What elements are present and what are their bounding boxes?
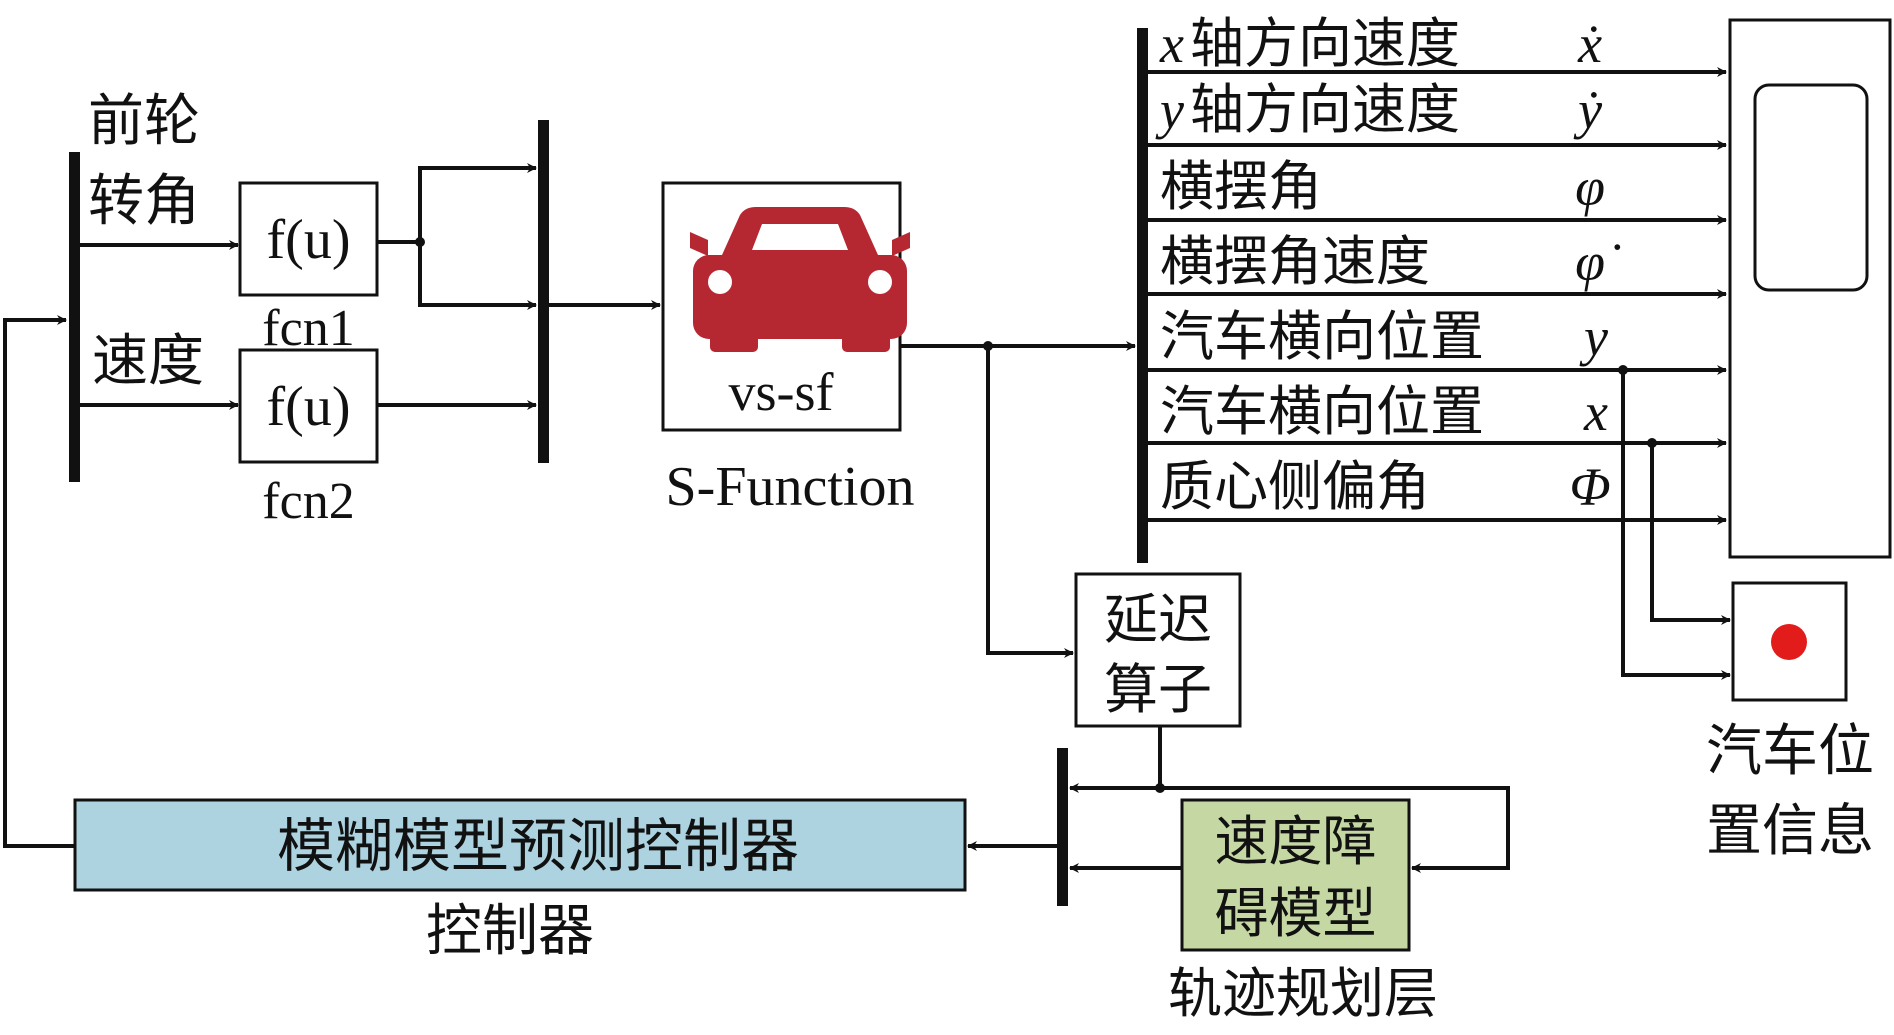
xy-graph-label-line1: 汽车位 <box>1706 719 1874 784</box>
output-1-label: 轴方向速度 <box>1190 78 1460 141</box>
sfunction-name: S-Function <box>666 456 915 518</box>
obstacle-label-line1: 速度障 <box>1215 810 1377 873</box>
obstacle-model-block[interactable] <box>1180 798 1411 952</box>
car-icon <box>690 207 910 352</box>
output-row-0: x 轴方向速度 ẋ <box>1159 12 1602 75</box>
output-demux-bar[interactable] <box>1137 28 1148 563</box>
output-row-4: 汽车横向位置 y <box>1160 305 1608 368</box>
delay-label-line1: 延迟 <box>1104 588 1212 651</box>
output-4-symbol: y <box>1579 307 1608 367</box>
wire-sfunction-to-delay <box>986 346 1074 658</box>
output-row-1: y 轴方向速度 ẏ <box>1155 78 1603 141</box>
output-1-prefix: y <box>1155 80 1184 140</box>
controller-label: 模糊模型预测控制器 <box>277 812 799 880</box>
feedback-wire <box>3 315 75 848</box>
output-1-symbol: ẏ <box>1573 80 1603 140</box>
wire-fcn1-to-mux-mid <box>418 242 537 310</box>
controller-caption: 控制器 <box>426 899 594 964</box>
obstacle-label-line2: 碍模型 <box>1215 882 1377 945</box>
obstacle-caption: 轨迹规划层 <box>1168 962 1438 1025</box>
sfunction-inner-label: vs-sf <box>729 362 834 422</box>
speed-label: 速度 <box>92 329 204 394</box>
scope-screen-icon <box>1753 83 1869 292</box>
fcn2-expression: f(u) <box>267 376 351 438</box>
fcn1-block[interactable] <box>238 181 379 297</box>
output-row-2: 横摆角 φ <box>1160 155 1605 218</box>
wire-y-to-xygraph <box>1621 370 1731 680</box>
xy-graph-label-line2: 置信息 <box>1706 799 1874 864</box>
output-0-label: 轴方向速度 <box>1190 12 1460 75</box>
output-row-6: 质心侧偏角 Φ <box>1160 455 1611 518</box>
fcn2-name: fcn2 <box>262 473 354 530</box>
input-mux-bar[interactable] <box>69 152 80 482</box>
dot-icon <box>1771 624 1807 660</box>
output-6-symbol: Φ <box>1569 457 1610 517</box>
middle-mux-bar[interactable] <box>538 120 549 463</box>
wire-delay-to-obstacle <box>1160 786 1510 873</box>
output-0-prefix: x <box>1159 14 1184 74</box>
fcn1-name: fcn1 <box>262 300 354 357</box>
output-2-label: 横摆角 <box>1160 155 1322 218</box>
output-3-label: 横摆角速度 <box>1160 230 1430 293</box>
output-row-5: 汽车横向位置 x <box>1160 380 1608 443</box>
output-5-label: 汽车横向位置 <box>1160 380 1484 443</box>
front-wheel-angle-label-line2: 转角 <box>88 169 200 234</box>
wire-fcn1-to-mux-top <box>418 163 537 242</box>
output-5-symbol: x <box>1583 382 1608 442</box>
output-4-label: 汽车横向位置 <box>1160 305 1484 368</box>
wire-x-to-xygraph <box>1650 443 1731 625</box>
bottom-mux-bar[interactable] <box>1057 748 1068 906</box>
front-wheel-angle-label-line1: 前轮 <box>88 89 200 154</box>
output-0-symbol: ẋ <box>1577 14 1602 74</box>
fcn2-block[interactable] <box>238 348 379 464</box>
delay-operator-block[interactable] <box>1074 572 1242 728</box>
output-6-label: 质心侧偏角 <box>1160 455 1430 518</box>
output-row-3: 横摆角速度 φ̇ <box>1160 230 1621 293</box>
output-2-symbol: φ <box>1575 157 1605 217</box>
delay-label-line2: 算子 <box>1104 658 1212 721</box>
output-3-symbol: φ̇ <box>1575 232 1621 292</box>
fcn1-expression: f(u) <box>267 209 351 271</box>
controller-block[interactable] <box>73 798 967 892</box>
